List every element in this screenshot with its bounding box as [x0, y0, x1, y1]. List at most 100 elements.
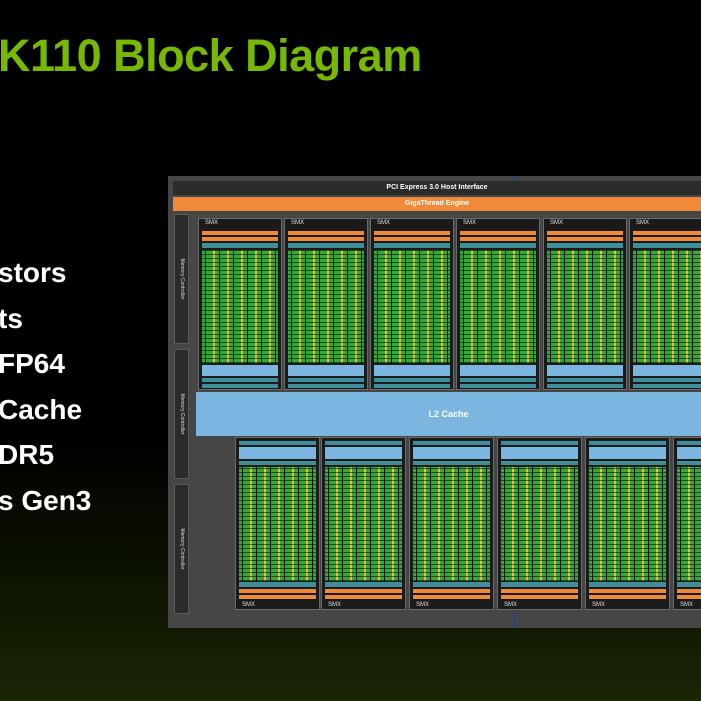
smx-label: SMX	[291, 220, 305, 226]
scheduler-band	[413, 595, 490, 599]
cuda-core-array	[501, 467, 578, 581]
texture-band	[633, 378, 701, 382]
memory-controller: Memory Controller	[174, 214, 189, 344]
scheduler-band	[677, 589, 701, 593]
bullet-item: DR5	[0, 439, 55, 470]
bullet-item: Cache	[0, 393, 83, 425]
register-band	[460, 243, 536, 248]
smx-label: SMX	[592, 602, 606, 608]
memory-controller: Memory Controller	[174, 349, 189, 479]
register-band	[202, 243, 278, 248]
cache-band	[288, 365, 364, 376]
register-band	[677, 582, 701, 587]
register-band	[547, 243, 623, 248]
scheduler-band	[501, 595, 578, 599]
divider-line	[514, 176, 515, 181]
cuda-core-array	[677, 467, 701, 581]
texture-band	[501, 461, 578, 465]
cache-band	[325, 447, 402, 459]
texture-band	[325, 461, 402, 465]
register-band	[589, 582, 666, 587]
memory-controller-label: Memory Controller	[178, 258, 185, 300]
scheduler-band	[325, 595, 402, 599]
slide-title: K110 Block Diagram	[0, 30, 422, 81]
cache-band	[374, 365, 450, 376]
cuda-core-array	[633, 250, 701, 363]
scheduler-band	[239, 595, 316, 599]
bullet-item: s Gen3	[0, 484, 92, 516]
smx-label: SMX	[636, 220, 650, 226]
texture-band	[677, 461, 701, 465]
texture-band	[374, 384, 450, 388]
cache-band	[677, 447, 701, 459]
register-band	[325, 582, 402, 587]
cache-band	[413, 447, 490, 459]
smx-block: SMX	[543, 218, 627, 390]
texture-band	[460, 378, 536, 382]
texture-band	[288, 384, 364, 388]
scheduler-band	[202, 231, 278, 235]
texture-band	[589, 461, 666, 465]
texture-band	[413, 461, 490, 465]
memory-controller-label: Memory Controller	[178, 528, 185, 570]
register-band	[413, 582, 490, 587]
texture-band	[239, 441, 316, 445]
scheduler-band	[677, 595, 701, 599]
scheduler-band	[589, 595, 666, 599]
texture-band	[202, 384, 278, 388]
smx-label: SMX	[205, 220, 219, 226]
smx-label: SMX	[242, 602, 256, 608]
scheduler-band	[325, 589, 402, 593]
texture-band	[460, 384, 536, 388]
cuda-core-array	[413, 467, 490, 581]
l2-cache: L2 Cache	[196, 392, 701, 436]
smx-block: SMX	[456, 218, 540, 390]
cuda-core-array	[288, 250, 364, 363]
cache-band	[589, 447, 666, 459]
memory-controller-label: Memory Controller	[178, 393, 185, 435]
cache-band	[501, 447, 578, 459]
scheduler-band	[202, 237, 278, 241]
texture-band	[633, 384, 701, 388]
register-band	[374, 243, 450, 248]
scheduler-band	[413, 589, 490, 593]
scheduler-band	[288, 237, 364, 241]
smx-label: SMX	[463, 220, 477, 226]
gigathread-engine: GigaThread Engine	[173, 197, 701, 211]
block-diagram: PCI Express 3.0 Host Interface GigaThrea…	[168, 176, 701, 628]
smx-block: SMX	[370, 218, 454, 390]
smx-label: SMX	[416, 602, 430, 608]
smx-block: SMX	[497, 437, 582, 610]
scheduler-band	[633, 237, 701, 241]
scheduler-band	[239, 589, 316, 593]
bullet-item: stors	[0, 257, 67, 288]
smx-block: SMX	[409, 437, 494, 610]
cache-band	[239, 447, 316, 459]
bullet-item: ts	[0, 302, 23, 334]
smx-label: SMX	[328, 602, 342, 608]
texture-band	[374, 378, 450, 382]
scheduler-band	[633, 231, 701, 235]
cuda-core-array	[239, 467, 316, 581]
cuda-core-array	[589, 467, 666, 581]
cache-band	[202, 365, 278, 376]
texture-band	[202, 378, 278, 382]
cuda-core-array	[202, 250, 278, 363]
bullet-list: stors ts FP64 Cache DR5 s Gen3	[0, 250, 91, 523]
register-band	[633, 243, 701, 248]
texture-band	[589, 441, 666, 445]
cuda-core-array	[325, 467, 402, 581]
texture-band	[547, 378, 623, 382]
cuda-core-array	[460, 250, 536, 363]
smx-block: SMX	[673, 437, 701, 610]
cache-band	[547, 365, 623, 376]
scheduler-band	[501, 589, 578, 593]
divider-line	[514, 612, 515, 628]
scheduler-band	[547, 237, 623, 241]
register-band	[501, 582, 578, 587]
scheduler-band	[374, 231, 450, 235]
register-band	[239, 582, 316, 587]
texture-band	[288, 378, 364, 382]
smx-label: SMX	[504, 602, 518, 608]
scheduler-band	[460, 231, 536, 235]
